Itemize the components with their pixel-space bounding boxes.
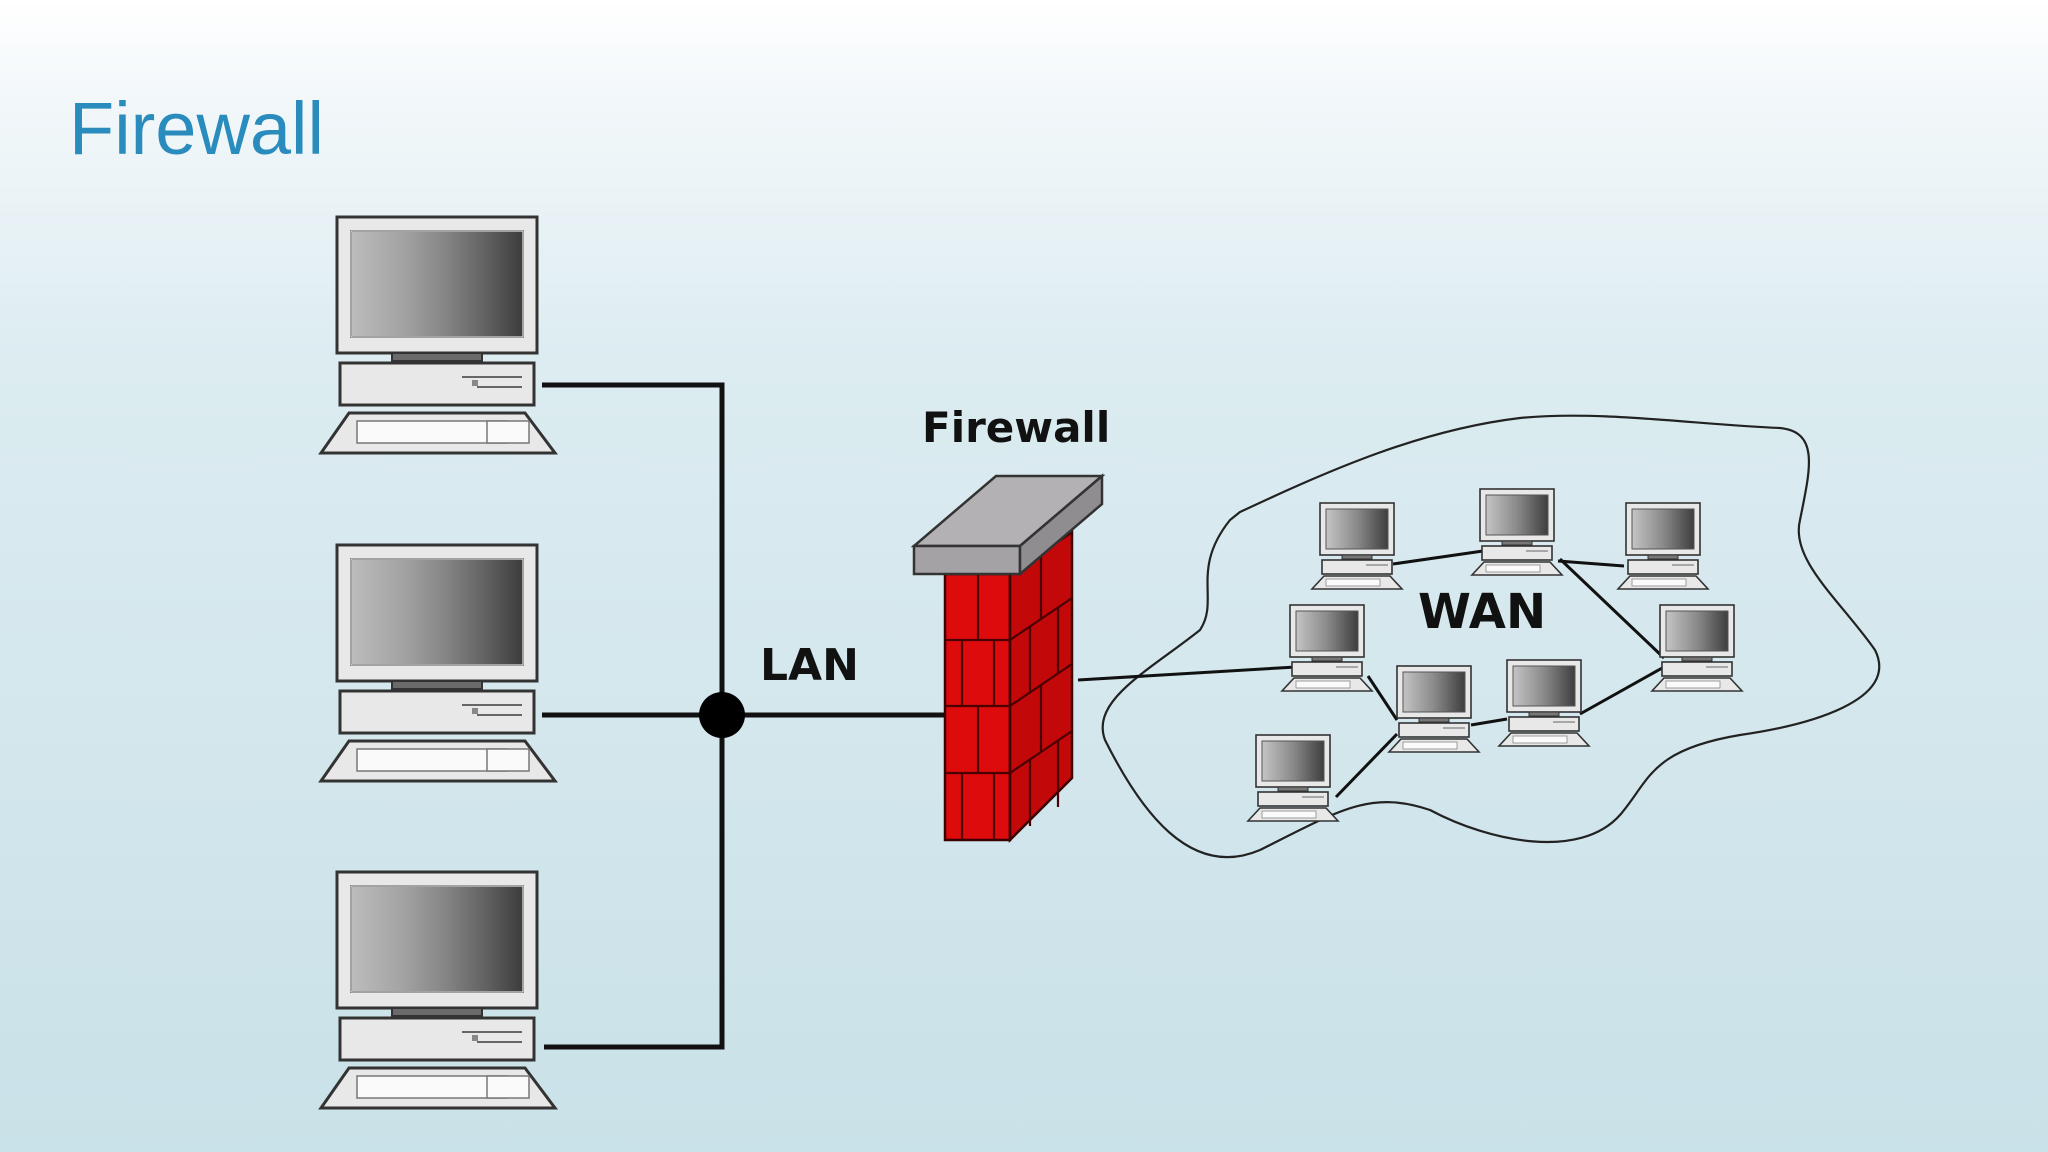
- wan-computer-5: [1651, 604, 1743, 692]
- firewall-label: Firewall: [922, 403, 1110, 452]
- slide-title: Firewall: [69, 87, 324, 170]
- wan-cloud: [1101, 414, 1881, 859]
- lan-junction: [699, 692, 745, 738]
- lan-computer-2: [319, 543, 557, 783]
- wan-computer-6: [1388, 665, 1480, 753]
- wan-computer-2: [1471, 488, 1563, 576]
- wan-computer-1: [1311, 502, 1403, 590]
- wan-computer-7: [1498, 659, 1590, 747]
- lan-cable-top: [542, 382, 725, 715]
- firewall-wan-link: [1077, 665, 1297, 682]
- lan-computer-1: [319, 215, 557, 455]
- wan-label: WAN: [1418, 584, 1546, 640]
- wan-computer-3: [1617, 502, 1709, 590]
- wan-computer-4: [1281, 604, 1373, 692]
- lan-computer-3: [319, 870, 557, 1110]
- wan-links: [1334, 549, 1666, 799]
- lan-label: LAN: [760, 640, 859, 691]
- wan-computer-8: [1247, 734, 1339, 822]
- firewall-icon: [910, 473, 1106, 844]
- lan-cable-bottom: [544, 715, 725, 1050]
